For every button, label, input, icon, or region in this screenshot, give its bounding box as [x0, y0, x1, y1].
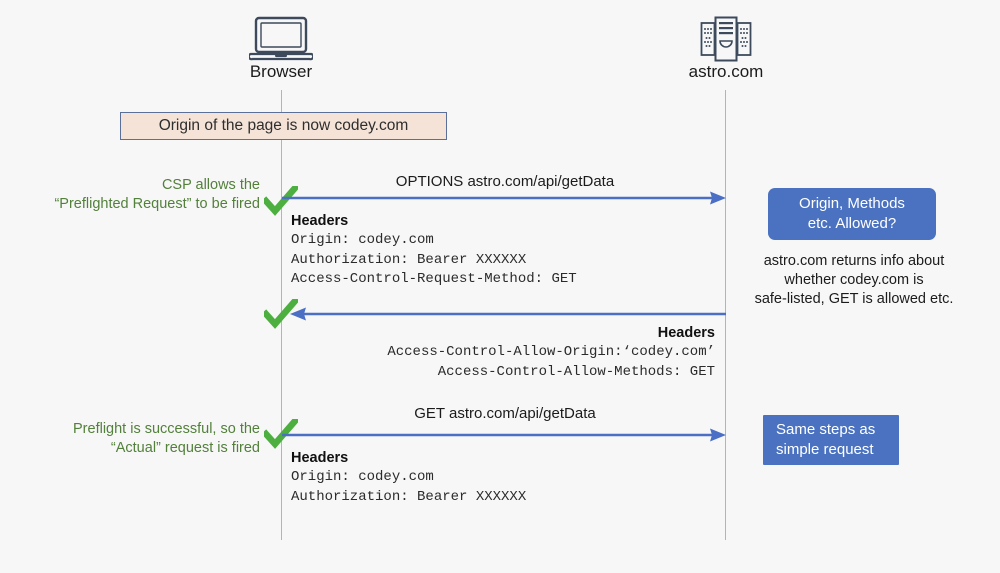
callout-line: simple request — [776, 441, 874, 458]
headers-line: Authorization: Bearer XXXXXX — [291, 251, 527, 268]
note-csp-allows-preflight: CSP allows the “Preflighted Request” to … — [10, 176, 260, 214]
note-line: Preflight is successful, so the — [73, 421, 260, 437]
callout-line: Same steps as — [776, 421, 876, 438]
headers-line: Access-Control-Allow-Origin:‘codey.com’ — [387, 344, 715, 360]
note-line: “Preflighted Request” to be fired — [54, 196, 260, 212]
headers-actual-request: Headers Origin: codey.com Authorization:… — [291, 449, 526, 507]
actor-label-astro: astro.com — [688, 62, 764, 81]
headers-title: Headers — [291, 213, 349, 229]
note-line: astro.com returns info about — [763, 253, 945, 269]
actor-label-browser: Browser — [249, 62, 313, 81]
headers-title: Headers — [657, 325, 715, 341]
callout-line: Origin, Methods — [799, 195, 905, 212]
arrow-preflight-request — [282, 191, 726, 205]
note-line: CSP allows the — [161, 177, 260, 193]
origin-banner: Origin of the page is now codey.com — [120, 112, 447, 140]
callout-line: etc. Allowed? — [807, 215, 897, 232]
arrow-preflight-response — [290, 307, 726, 321]
headers-line: Origin: codey.com — [291, 469, 434, 485]
server-icon — [700, 15, 752, 68]
headers-line: Authorization: Bearer XXXXXX — [291, 488, 527, 505]
headers-line: Access-Control-Request-Method: GET — [291, 271, 577, 287]
callout-same-steps-simple-request: Same steps as simple request — [763, 415, 899, 465]
green-check-icon — [261, 183, 300, 216]
headers-preflight-request: Headers Origin: codey.com Authorization:… — [291, 212, 577, 290]
arrow-label-options-request: OPTIONS astro.com/api/getData — [395, 173, 615, 190]
note-preflight-successful: Preflight is successful, so the “Actual”… — [12, 420, 260, 458]
note-line: whether codey.com is — [784, 272, 924, 288]
headers-line: Origin: codey.com — [291, 232, 434, 248]
green-check-icon — [261, 296, 300, 329]
callout-origin-methods-allowed: Origin, Methods etc. Allowed? — [768, 188, 936, 240]
green-check-icon — [261, 416, 300, 449]
arrow-actual-request — [282, 428, 726, 442]
headers-title: Headers — [291, 450, 349, 466]
origin-banner-text: Origin of the page is now codey.com — [158, 117, 409, 134]
arrow-label-get-request: GET astro.com/api/getData — [414, 405, 596, 422]
note-line: “Actual” request is fired — [110, 440, 260, 456]
laptop-icon — [247, 16, 315, 67]
note-line: safe-listed, GET is allowed etc. — [754, 291, 954, 307]
headers-line: Access-Control-Allow-Methods: GET — [437, 363, 715, 380]
note-astro-returns-info: astro.com returns info about whether cod… — [740, 252, 968, 309]
headers-preflight-response: Headers Access-Control-Allow-Origin:‘cod… — [310, 324, 715, 382]
